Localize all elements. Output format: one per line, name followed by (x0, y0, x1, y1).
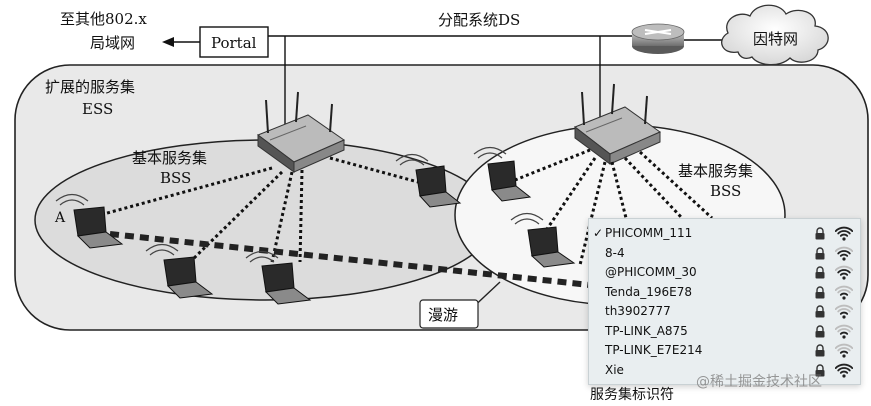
laptop-right-2 (510, 212, 576, 268)
wifi-network-name: Xie (605, 362, 624, 377)
other-lan-label-line2: 局域网 (90, 34, 135, 52)
ess-label-line2: ESS (82, 100, 113, 118)
bss-right-label-line1: 基本服务集 (678, 162, 753, 180)
bss-right-label-line2: BSS (710, 182, 741, 200)
wifi-network-item[interactable]: th3902777 (589, 302, 860, 321)
wifi-network-name: TP-LINK_E7E214 (605, 343, 703, 357)
portal-box (199, 26, 269, 58)
wifi-network-name: TP-LINK_A875 (605, 323, 688, 338)
laptop-station-a (55, 193, 124, 249)
wifi-signal-icon (834, 265, 854, 280)
ess-label-line1: 扩展的服务集 (45, 78, 135, 96)
lock-icon (814, 363, 826, 377)
other-lan-label-line1: 至其他802.x (60, 10, 147, 28)
lock-icon (814, 305, 826, 318)
lock-icon (814, 246, 826, 260)
laptop-left-2 (245, 250, 312, 305)
wifi-network-name: Tenda_196E78 (605, 284, 693, 299)
wifi-network-name: 8-4 (605, 245, 625, 260)
wifi-network-item[interactable]: ✓PHICOMM_111 (589, 224, 860, 243)
lock-icon (814, 227, 826, 240)
bss-left-label-line2: BSS (160, 169, 191, 187)
wifi-signal-icon (834, 246, 854, 261)
roaming-path (109, 231, 591, 288)
wifi-network-item[interactable]: TP-LINK_A875 (589, 322, 860, 341)
wifi-signal-icon (834, 363, 854, 378)
internet-cloud (721, 4, 829, 66)
distribution-system-label: 分配系统DS (438, 11, 520, 29)
laptop-right-1 (473, 146, 532, 202)
internet-label: 因特网 (753, 30, 798, 48)
lock-icon (814, 324, 826, 338)
watermark: @稀土掘金技术社区 (696, 374, 822, 390)
wifi-signal-icon (834, 285, 854, 300)
wifi-network-item[interactable]: Tenda_196E78 (589, 283, 860, 302)
wifi-network-name: @PHICOMM_30 (605, 265, 697, 279)
wifi-network-name: th3902777 (605, 304, 671, 318)
wifi-network-name: PHICOMM_111 (605, 226, 693, 240)
wifi-signal-icon (834, 324, 854, 339)
wifi-signal-icon (834, 226, 854, 241)
wifi-network-item[interactable]: Xie (589, 361, 860, 380)
wifi-signal-icon (834, 343, 854, 358)
portal-label: Portal (211, 34, 257, 52)
wifi-signal-icon (834, 304, 854, 319)
wifi-network-item[interactable]: 8-4 (589, 244, 860, 263)
ssid-caption: 服务集标识符 (590, 387, 674, 403)
wifi-network-item[interactable]: TP-LINK_E7E214 (589, 341, 860, 360)
wireless-links-right (509, 148, 714, 266)
wifi-network-item[interactable]: @PHICOMM_30 (589, 263, 860, 282)
access-point-left (256, 91, 346, 173)
laptop-left-3 (395, 153, 462, 208)
lock-icon (814, 344, 826, 357)
station-a-label: A (54, 210, 66, 226)
bss-left-label-line1: 基本服务集 (132, 149, 207, 167)
roaming-label: 漫游 (428, 306, 458, 324)
roaming-callout (419, 281, 501, 329)
connected-check-icon: ✓ (593, 226, 604, 240)
laptop-left-1 (145, 243, 214, 299)
lock-icon (814, 266, 826, 279)
access-point-right (574, 83, 662, 165)
router-icon (631, 23, 685, 54)
lock-icon (814, 285, 826, 299)
